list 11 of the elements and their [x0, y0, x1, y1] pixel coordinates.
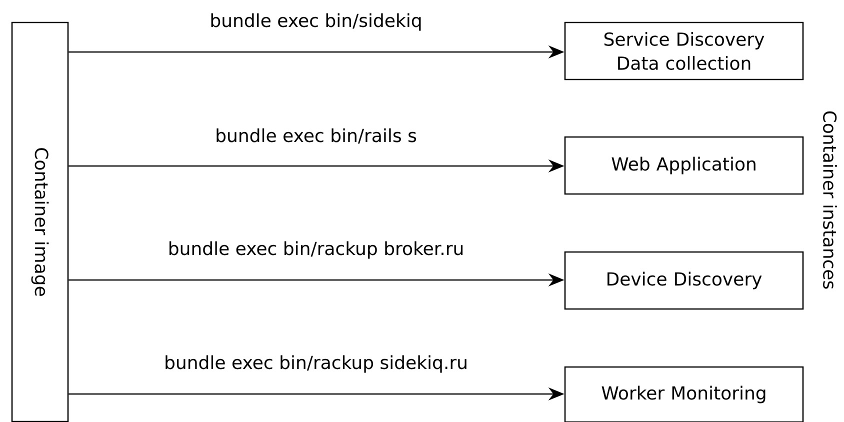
edge-label: bundle exec bin/rails s: [214, 127, 418, 145]
box-label: Container image: [31, 148, 49, 296]
process-box: Service Discovery Data collection: [564, 22, 804, 80]
process-box: Web Application: [564, 136, 804, 195]
edge-label: bundle exec bin/rackup sidekiq.ru: [163, 354, 469, 374]
side-label: Container instances: [823, 111, 837, 289]
edge-label: bundle exec bin/rackup broker.ru: [166, 240, 466, 260]
edge-label: bundle exec bin/sidekiq: [208, 12, 424, 32]
image-box: [11, 22, 69, 422]
process-box: Worker Monitoring: [564, 366, 804, 422]
process-box: Device Discovery: [564, 251, 804, 310]
